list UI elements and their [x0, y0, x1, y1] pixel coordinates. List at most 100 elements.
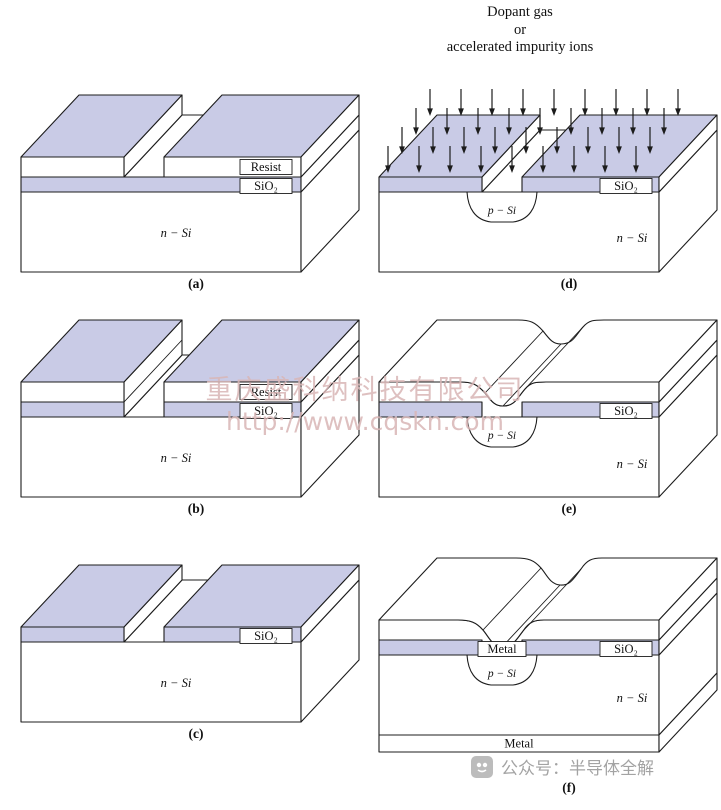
implant-arrow-icon [643, 88, 651, 117]
resist-left-top [20, 319, 183, 383]
sio2-label: SiO₂ [614, 404, 638, 418]
nsi-label: n − Si [161, 451, 192, 465]
dopant-header: Dopant gas or accelerated impurity ions [330, 4, 710, 57]
resist-label: Resist [251, 385, 282, 399]
caption-a: (a) [188, 276, 204, 291]
p-well-outline [466, 654, 538, 686]
p-well-outline [466, 191, 538, 223]
sio2-label: SiO₂ [254, 179, 278, 193]
caption-b: (b) [188, 501, 205, 516]
wafer-c [20, 564, 360, 723]
resist-right-side [300, 94, 360, 178]
metal-plug-label-box [477, 641, 527, 657]
panel-c: SiO₂ n − Si (c) [20, 564, 360, 741]
labels-e: SiO₂ p − Si n − Si (e) [487, 403, 653, 516]
sio2-right-side [658, 114, 718, 193]
implant-arrow-icon [457, 88, 465, 117]
nsi-front-face [378, 191, 660, 273]
resist-label-box [239, 159, 293, 175]
sio2-label-box [239, 628, 293, 644]
wafer-d [378, 114, 718, 273]
dopant-header-line3: accelerated impurity ions [446, 39, 594, 56]
resist-left-front [20, 381, 125, 403]
sio2-left-band [20, 401, 125, 418]
implant-arrow-icon [412, 107, 420, 136]
nsi-label: n − Si [161, 676, 192, 690]
watermark-badge-icon [471, 755, 493, 778]
sio2-label: SiO₂ [614, 179, 638, 193]
metal-plug-label: Metal [487, 642, 517, 656]
dopant-header-line2: or [513, 21, 527, 38]
nsi-front-face [378, 654, 660, 736]
sio2-right-side [300, 564, 360, 643]
resist-left-front [20, 156, 125, 178]
nsi-label: n − Si [617, 457, 648, 471]
nsi-label: n − Si [617, 691, 648, 705]
labels-d: SiO₂ p − Si n − Si (d) [487, 178, 653, 291]
sio2-left-band [378, 401, 483, 418]
labels-a: Resist SiO₂ n − Si (a) [161, 159, 293, 291]
sio2-label-box [239, 178, 293, 194]
labels-f: Metal SiO₂ p − Si n − Si Metal (f) [477, 641, 653, 795]
sio2-left-band [20, 626, 125, 643]
implant-arrow-icon [612, 88, 620, 117]
panel-a: Resist SiO₂ n − Si (a) [20, 94, 360, 291]
dopant-header-line1: Dopant gas [487, 4, 553, 20]
groove-bottom-line [501, 584, 561, 648]
sio2-label: SiO₂ [254, 629, 278, 643]
implant-arrow-icon [581, 88, 589, 117]
implant-arrow-icon [488, 88, 496, 117]
psi-label: p − Si [487, 205, 516, 217]
nsi-front-face [20, 191, 302, 273]
implant-arrow-icon [674, 88, 682, 117]
sio2-label: SiO₂ [614, 642, 638, 656]
resist-left-top [20, 94, 183, 158]
sio2-left-top [20, 564, 183, 628]
sio2-left-band [378, 176, 483, 193]
wafer-b [20, 319, 360, 498]
wafer-a [20, 94, 360, 273]
sio2-label-box [599, 641, 653, 657]
resist-label: Resist [251, 160, 282, 174]
labels-c: SiO₂ n − Si (c) [161, 628, 293, 741]
sio2-label: SiO₂ [254, 404, 278, 418]
caption-e: (e) [562, 501, 577, 516]
metal-bottom-right-side [658, 672, 718, 753]
groove-shoulder-left [484, 330, 544, 394]
psi-label: p − Si [487, 668, 516, 680]
metal-bottom-label: Metal [504, 737, 534, 751]
trench-wall-interface-line [123, 339, 183, 403]
sio2-label-box [599, 403, 653, 419]
labels-b: Resist SiO₂ n − Si (b) [161, 384, 293, 516]
resist-label-box [239, 384, 293, 400]
bottom-watermark-text: 公众号：半导体全解 [501, 759, 654, 779]
psi-label: p − Si [487, 430, 516, 442]
implant-arrow-icon [550, 88, 558, 117]
p-well-outline [466, 416, 538, 448]
panel-b: Resist SiO₂ n − Si (b) [20, 319, 360, 516]
caption-d: (d) [561, 276, 578, 291]
sio2-left-band [378, 639, 483, 656]
oxide-right-side [658, 319, 718, 403]
nsi-front-face [20, 416, 302, 498]
groove-shoulder-left [482, 567, 542, 631]
panel-d: SiO₂ p − Si n − Si (d) [378, 88, 718, 291]
implant-arrow-icon [426, 88, 434, 117]
sio2-label-box [239, 403, 293, 419]
panel-f: Metal SiO₂ p − Si n − Si Metal (f) [378, 557, 718, 795]
groove-shoulder-right [524, 326, 584, 390]
wafer-e [378, 319, 718, 498]
nsi-label: n − Si [161, 226, 192, 240]
groove-bottom-line [502, 343, 562, 407]
panel-e: SiO₂ p − Si n − Si (e) [378, 319, 718, 516]
resist-right-side [300, 319, 360, 403]
caption-c: (c) [189, 726, 204, 741]
nsi-label: n − Si [617, 231, 648, 245]
nsi-front-face [20, 641, 302, 723]
wafer-f [378, 557, 718, 753]
sio2-label-box [599, 178, 653, 194]
groove-shoulder-right [522, 568, 582, 632]
implant-arrow-icon [519, 88, 527, 117]
metal-right-side [658, 557, 718, 641]
